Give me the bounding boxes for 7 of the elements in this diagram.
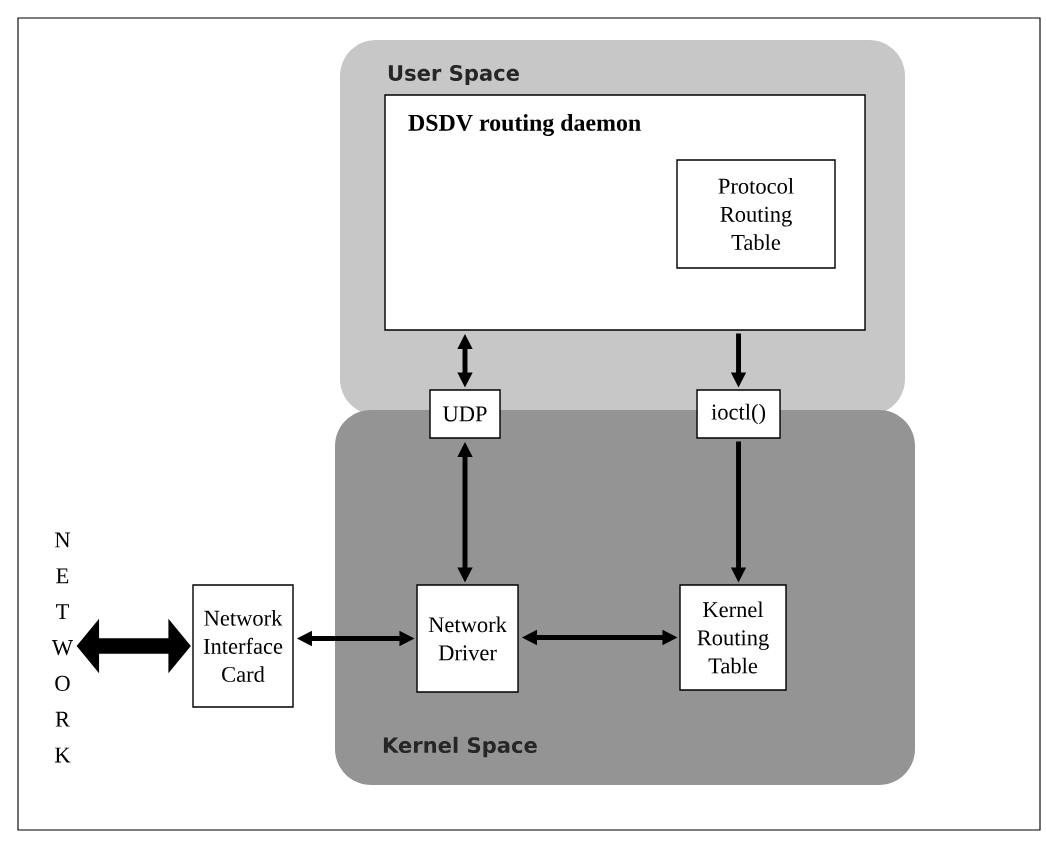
process-box: Protocol Routing Table (676, 159, 836, 269)
process-box: Network Driver (416, 584, 519, 693)
vertical-label: N E T W O R K (51, 532, 74, 763)
process-box: ioctl() (696, 389, 781, 439)
process-box: UDP (429, 389, 501, 439)
process-box: Network Interface Card (192, 584, 294, 708)
process-box: Kernel Routing Table (679, 584, 787, 691)
